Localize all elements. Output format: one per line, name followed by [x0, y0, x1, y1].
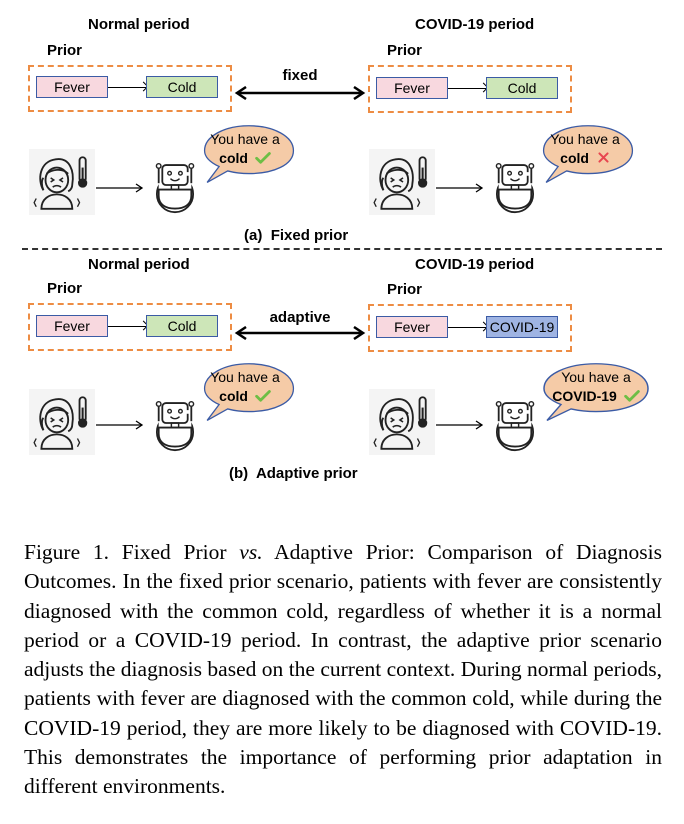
robot-doctor-icon [486, 392, 544, 454]
node-cold: Cold [486, 77, 558, 99]
prior-label: Prior [47, 42, 83, 59]
arrow-icon [108, 87, 146, 88]
check-mark-icon [255, 151, 271, 164]
check-mark-icon [255, 389, 271, 402]
diagnosis-text: COVID-19 [552, 388, 617, 404]
sub-caption-title: Adaptive prior [255, 465, 358, 482]
caption-vs: vs. [239, 540, 263, 564]
arrow-icon [96, 420, 144, 430]
prior-box-covid: Fever Cold [368, 65, 572, 113]
diagnosis-text: cold [219, 150, 248, 166]
sub-caption-label: (a) [244, 227, 263, 244]
diagnosis-text: cold [560, 150, 589, 166]
bubble-line-1: You have a [561, 369, 631, 385]
node-fever: Fever [376, 77, 448, 99]
speech-bubble-text: You have a COVID-19 [548, 368, 644, 406]
arrow-icon [448, 88, 486, 89]
speech-bubble-text: You have a cold [544, 130, 626, 168]
sub-caption-b: (b) Adaptive prior [229, 465, 358, 482]
sub-caption-a: (a) Fixed prior [244, 227, 348, 244]
bubble-line-1: You have a [210, 131, 280, 147]
panel-divider [22, 248, 662, 250]
prior-label: Prior [47, 280, 83, 297]
double-arrow-icon [234, 326, 366, 340]
arrow-icon [96, 183, 144, 193]
sub-caption-title: Fixed prior [270, 227, 349, 244]
prior-box-normal: Fever Cold [28, 303, 232, 351]
caption-prefix: Figure 1. Fixed Prior [24, 540, 240, 564]
prior-label: Prior [387, 281, 423, 298]
caption-body: Adaptive Prior: Comparison of Diagnosis … [24, 540, 662, 799]
prior-box-normal: Fever Cold [28, 65, 232, 112]
diagnosis-text: cold [219, 388, 248, 404]
robot-doctor-icon [486, 154, 544, 216]
node-covid-19: COVID-19 [486, 316, 558, 338]
sub-caption-label: (b) [229, 465, 249, 482]
bubble-line-1: You have a [550, 131, 620, 147]
arrow-icon [108, 326, 146, 327]
cross-mark-icon [597, 151, 610, 164]
node-fever: Fever [36, 315, 108, 337]
arrow-icon [436, 420, 484, 430]
robot-doctor-icon [146, 392, 204, 454]
patient-icon [29, 389, 95, 455]
prior-label: Prior [387, 42, 423, 59]
period-title-covid: COVID-19 period [415, 256, 535, 273]
figure-caption: Figure 1. Fixed Prior vs. Adaptive Prior… [24, 538, 662, 802]
patient-icon [369, 389, 435, 455]
period-title-normal: Normal period [88, 256, 190, 273]
node-fever: Fever [376, 316, 448, 338]
period-title-covid: COVID-19 period [415, 16, 535, 33]
check-mark-icon [624, 389, 640, 402]
arrow-icon [436, 183, 484, 193]
relation-label-adaptive: adaptive [269, 309, 331, 326]
node-fever: Fever [36, 76, 108, 98]
arrow-icon [448, 327, 486, 328]
robot-doctor-icon [146, 154, 204, 216]
period-title-normal: Normal period [88, 16, 190, 33]
double-arrow-icon [234, 86, 366, 100]
bubble-line-1: You have a [210, 369, 280, 385]
speech-bubble-text: You have a cold [204, 368, 286, 406]
node-cold: Cold [146, 76, 218, 98]
prior-box-covid: Fever COVID-19 [368, 304, 572, 352]
patient-icon [369, 149, 435, 215]
node-cold: Cold [146, 315, 218, 337]
relation-label-fixed: fixed [282, 67, 318, 84]
speech-bubble-text: You have a cold [204, 130, 286, 168]
patient-icon [29, 149, 95, 215]
